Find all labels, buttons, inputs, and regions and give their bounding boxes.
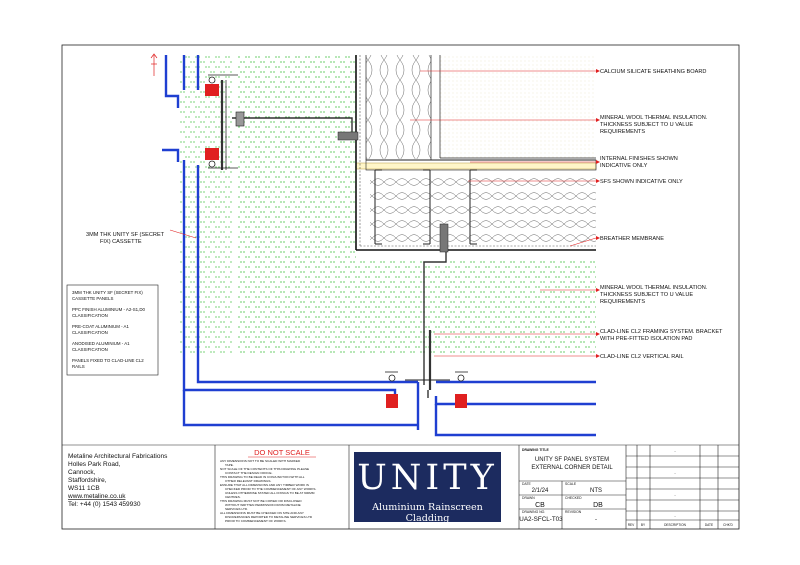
label-cassette-b: FIX) CASSETTE: [100, 239, 142, 245]
drawing-title-label: DRAWING TITLE: [522, 448, 549, 452]
company-addr3: Staffordshire,: [68, 477, 107, 484]
drawing-no-value: UA2-SFCL-T03: [519, 516, 563, 523]
scale-value: NTS: [590, 488, 602, 494]
label-wool1-c: REQUIREMENTS: [600, 129, 645, 135]
label-wool1-a: MINERAL WOOL THERMAL INSULATION.: [600, 115, 708, 121]
label-framing-b: WITH PRE-FITTED ISOLATION PAD: [600, 336, 692, 342]
spec-p5a: PANELS FIXED TO CLAD-LINE CL2: [72, 358, 144, 363]
spec-p2b: CLASSIFICATION: [72, 313, 108, 318]
rev-row-7-description: -: [674, 513, 676, 518]
note-1b: TAPE.: [225, 463, 234, 467]
cassette-panels: [162, 55, 596, 437]
note-6c: PRIOR TO COMMENCEMENT OF WORKS.: [225, 519, 287, 523]
note-5c: SERVICES LTD.: [225, 507, 248, 511]
unity-logo: UNITY Aluminium Rainscreen Cladding: [354, 452, 501, 524]
label-wool2-c: REQUIREMENTS: [600, 299, 645, 305]
checked-label: CHECKED: [565, 496, 582, 500]
notes: DO NOT SCALE ANY DIMENSIONS NOT TO BE SC…: [220, 448, 316, 523]
logo-tagline: Aluminium Rainscreen Cladding: [372, 502, 483, 524]
label-calcium: CALCIUM SILICATE SHEATHING BOARD: [600, 69, 706, 75]
label-wool2-b: THICKNESS SUBJECT TO U VALUE: [600, 292, 693, 298]
note-3: THIS DRAWING TO BE READ IN CONJUNCTION W…: [220, 475, 305, 479]
spec-box: 3MM THK UNITY SF (SECRET FIX) CASSETTE P…: [66, 284, 159, 376]
by-column: BY: [641, 523, 646, 527]
spec-p3b: CLASSIFICATION: [72, 330, 108, 335]
date-column: DATE: [705, 523, 713, 527]
company-addr1: Holles Park Road,: [68, 461, 121, 468]
spec-p4a: ANODISED ALUMINIUM - A1: [72, 341, 130, 346]
note-4d: CENTRES.: [225, 495, 241, 499]
rev-column: REV: [628, 523, 635, 527]
outer-insulation: [180, 55, 596, 355]
title-block: DRAWING TITLE UNITY SF PANEL SYSTEM EXTE…: [519, 448, 733, 527]
rev-row-5-description: -: [674, 492, 676, 497]
chkd-column: CHK'D: [723, 523, 733, 527]
annotations: CALCIUM SILICATE SHEATHING BOARD MINERAL…: [86, 69, 723, 360]
note-6: ALL DIMENSIONS MUST BE CHECKED ON SITE A…: [220, 511, 304, 515]
label-breather: BREATHER MEMBRANE: [600, 236, 664, 242]
note-4: ENSURE THAT ALL DIMENSIONS AND ANY TIMBE…: [220, 483, 309, 487]
scale-label: SCALE: [565, 482, 577, 486]
date-value: 2/1/24: [532, 488, 549, 494]
note-6b: DISCREPANCIES REPORTED TO METALINE SERVI…: [225, 515, 313, 519]
spec-p5b: RAILS: [72, 364, 85, 369]
spec-p4b: CLASSIFICATION: [72, 347, 108, 352]
note-5b: WITHOUT WRITTEN PERMISSION FROM METALINE: [225, 503, 301, 507]
rev-row-3-description: -: [674, 470, 676, 475]
spec-p1b: CASSETTE PANELS: [72, 296, 113, 301]
drawn-label: DRAWN: [522, 496, 535, 500]
company-addr2: Cannock,: [68, 469, 96, 476]
note-4b: CHECKED PRIOR TO THE COMMENCEMENT OF ANY…: [225, 487, 316, 491]
drawing-title-2: EXTERNAL CORNER DETAIL: [531, 465, 613, 471]
date-label: DATE: [522, 482, 532, 486]
label-finishes-b: INDICATIVE ONLY: [600, 163, 648, 169]
label-wool2-a: MINERAL WOOL THERMAL INSULATION.: [600, 285, 708, 291]
label-wool1-b: THICKNESS SUBJECT TO U VALUE: [600, 122, 693, 128]
logo-word: UNITY: [357, 458, 498, 498]
label-rail: CLAD-LINE CL2 VERTICAL RAIL: [600, 354, 684, 360]
leader-lines: [169, 70, 597, 357]
do-not-scale-heading: DO NOT SCALE: [254, 448, 310, 457]
note-4c: UNLESS OTHERWISE STATED ALL FIXINGS TO B…: [225, 491, 315, 495]
leader-arrowheads: [596, 69, 600, 358]
spec-p3a: PRE-COAT ALUMINIUM - A1: [72, 324, 129, 329]
company-details: Metaline Architectural Fabrications Holl…: [67, 453, 168, 508]
company-tel: Tel: +44 (0) 1543 459930: [68, 501, 141, 508]
drawn-value: CB: [535, 502, 545, 509]
description-column: DESCRIPTION: [664, 523, 686, 527]
revision-label: REVISION: [565, 510, 582, 514]
checked-value: DB: [593, 502, 603, 509]
company-name: Metaline Architectural Fabrications: [68, 453, 168, 460]
note-1: ANY DIMENSIONS NOT TO BE SCALED WITH MAR…: [220, 459, 301, 463]
note-2: NOT SCALE OF THE CONTENTS OF THIS DRAWIN…: [220, 467, 309, 471]
sheet-border: [61, 44, 740, 530]
drawing-no-label: DRAWING NO.: [522, 510, 545, 514]
note-2b: CONTACT THE DESIGN OFFICE.: [225, 471, 273, 475]
spec-p2a: PPC FINISH ALUMINIUM - A2-S1,D0: [72, 307, 146, 312]
wall-buildup: [355, 55, 597, 260]
drawing-title-1: UNITY SF PANEL SYSTEM: [535, 457, 609, 463]
company-website: www.metaline.co.uk: [67, 493, 126, 500]
label-cassette-a: 3MM THK UNITY SF (SECRET: [86, 232, 165, 238]
label-sfs: SFS SHOWN INDICATIVE ONLY: [600, 179, 683, 185]
note-5: THIS DRAWING MUST NOT BE COPIED OR DISCL…: [220, 499, 302, 503]
fixings: [205, 74, 468, 408]
label-finishes-a: INTERNAL FINISHES SHOWN: [600, 156, 678, 162]
spec-p1a: 3MM THK UNITY SF (SECRET FIX): [72, 290, 143, 295]
label-framing-a: CLAD-LINE CL2 FRAMING SYSTEM. BRACKET: [600, 329, 723, 335]
company-postcode: WS11 1CB: [68, 485, 100, 492]
title-block-frame: [62, 444, 739, 529]
dimension-marker: [150, 53, 158, 76]
note-3b: OTHER RELEVANT DRAWINGS.: [225, 479, 271, 483]
rev-row-1-description: -: [674, 448, 676, 453]
framing-system: [220, 80, 449, 398]
revision-value: -: [595, 517, 597, 523]
